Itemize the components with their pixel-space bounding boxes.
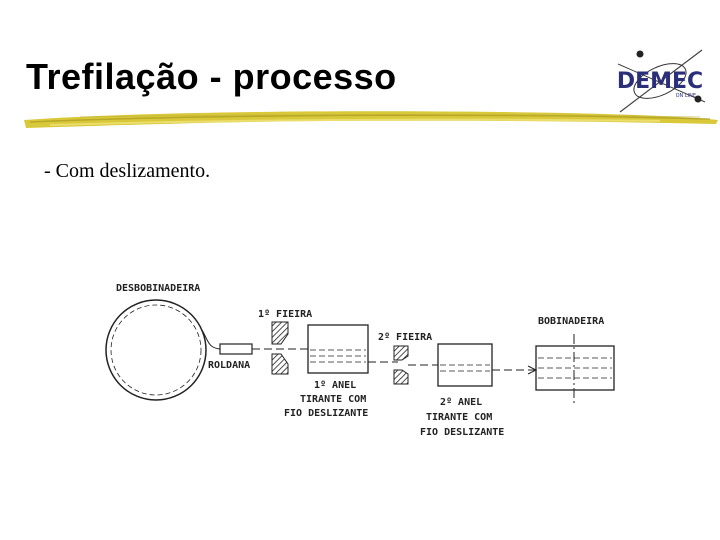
label-tirante-1-line2: FIO DESLIZANTE — [284, 408, 368, 419]
label-fieira-2: 2º FIEIRA — [378, 332, 432, 343]
fieira-1-die — [271, 321, 289, 375]
slide-title: Trefilação - processo — [26, 56, 397, 97]
label-tirante-2-line1: TIRANTE COM — [426, 412, 492, 423]
label-tirante-1-line1: TIRANTE COM — [300, 394, 366, 405]
anel-1-drum — [307, 324, 369, 374]
label-roldana: ROLDANA — [208, 360, 250, 371]
label-fieira-1: 1º FIEIRA — [258, 309, 312, 320]
bobinadeira-spool — [535, 334, 615, 404]
slide-subtitle: - Com deslizamento. — [44, 160, 211, 182]
desbobinadeira-reel — [105, 299, 207, 401]
label-anel-2: 2º ANEL — [440, 397, 482, 408]
label-bobinadeira: BOBINADEIRA — [538, 316, 604, 327]
roldana-pulley — [219, 343, 253, 355]
label-tirante-2-line2: FIO DESLIZANTE — [420, 427, 504, 438]
logo-sub-text: ON LINE — [676, 93, 696, 99]
fieira-2-die — [393, 345, 409, 385]
anel-2-drum — [437, 343, 493, 387]
title-underline — [24, 111, 718, 128]
logo-main-text: DEMEC — [617, 69, 703, 94]
label-desbobinadeira: DESBOBINADEIRA — [116, 283, 200, 294]
label-anel-1: 1º ANEL — [314, 380, 356, 391]
wire-drawing-diagram: DESBOBINADEIRA ROLDANA 1º FIEIRA 1º ANEL… — [105, 283, 615, 438]
demec-logo: DEMEC ON LINE — [617, 49, 706, 113]
